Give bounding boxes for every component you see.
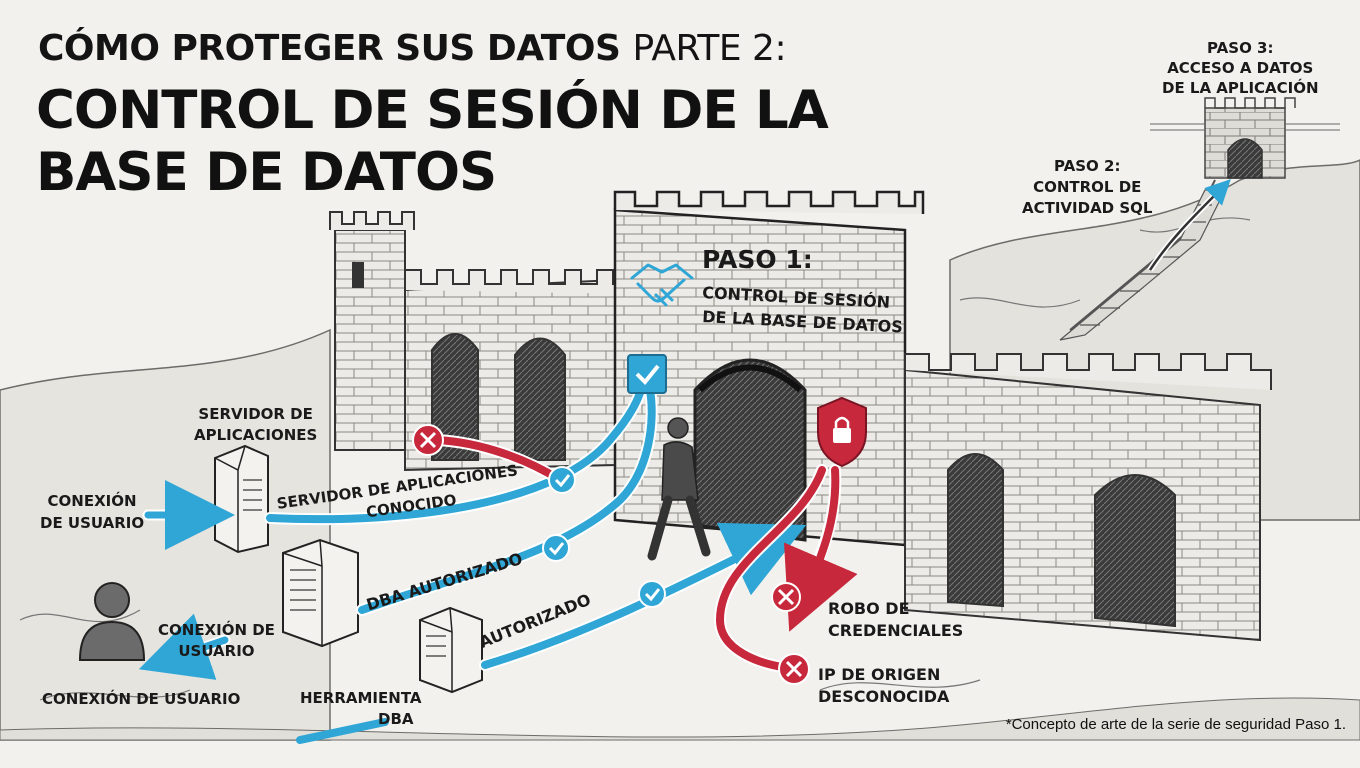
blocked-icon <box>412 424 444 456</box>
step2-line2: CONTROL DE <box>1033 178 1142 196</box>
step2-label: PASO 2: CONTROL DE ACTIVIDAD SQL <box>1022 156 1152 219</box>
app-server-line2: APLICACIONES <box>194 426 318 444</box>
user-connection-1-line1: CONEXIÓN <box>47 492 137 510</box>
distant-gate <box>1150 97 1340 179</box>
credential-theft-line1: ROBO DE <box>828 599 910 618</box>
credential-theft-label: ROBO DE CREDENCIALES <box>828 598 963 642</box>
authorized-dba-label: DBA AUTORIZADO <box>364 549 524 615</box>
unknown-ip-line1: IP DE ORIGEN <box>818 665 941 684</box>
blocked-icon <box>778 653 810 685</box>
server-icon <box>419 606 483 694</box>
series-title: CÓMO PROTEGER SUS DATOS PARTE 2: <box>38 28 787 69</box>
handshake-icon <box>630 263 694 307</box>
user-connection-label-3: CONEXIÓN DE USUARIO <box>42 690 241 708</box>
footnote: *Concepto de arte de la serie de segurid… <box>1005 716 1346 733</box>
check-shield-icon <box>627 354 667 394</box>
step3-line3: DE LA APLICACIÓN <box>1162 79 1319 97</box>
user-connection-label-1: CONEXIÓN DE USUARIO <box>40 490 144 534</box>
right-wall <box>904 353 1272 642</box>
left-tower <box>329 211 415 451</box>
walking-person <box>647 417 711 561</box>
step3-line2: ACCESO A DATOS <box>1167 59 1314 77</box>
series-title-part: PARTE 2: <box>632 28 787 69</box>
step3-label: PASO 3: ACCESO A DATOS DE LA APLICACIÓN <box>1162 38 1319 98</box>
app-server-label: SERVIDOR DE APLICACIONES <box>194 404 317 446</box>
credential-theft-line2: CREDENCIALES <box>828 621 964 640</box>
distant-stairs <box>1059 179 1231 341</box>
app-server-line1: SERVIDOR DE <box>198 405 313 423</box>
user-connection-label-2: CONEXIÓN DE USUARIO <box>158 620 275 662</box>
check-icon <box>548 466 576 494</box>
user-connection-1-line2: DE USUARIO <box>40 514 145 532</box>
step1-heading: PASO 1: <box>702 245 813 274</box>
dba-tool-line2: DBA <box>378 710 414 728</box>
dba-tool-label: HERRAMIENTA DBA <box>300 688 422 730</box>
main-title: CONTROL DE SESIÓN DE LA BASE DE DATOS <box>36 80 829 203</box>
dba-tool-line1: HERRAMIENTA <box>300 689 422 707</box>
lock-shield-icon <box>817 396 867 468</box>
series-title-bold: CÓMO PROTEGER SUS DATOS <box>38 28 621 69</box>
user-connection-2-line2: USUARIO <box>178 642 255 660</box>
unknown-ip-line2: DESCONOCIDA <box>818 687 950 706</box>
blocked-icon <box>771 582 801 612</box>
check-icon <box>638 580 666 608</box>
user-icon <box>78 582 146 661</box>
server-icon <box>282 538 359 648</box>
check-icon <box>542 534 570 562</box>
unknown-ip-label: IP DE ORIGEN DESCONOCIDA <box>818 664 949 708</box>
user-connection-2-line1: CONEXIÓN DE <box>158 621 275 639</box>
step2-line1: PASO 2: <box>1054 157 1121 175</box>
server-icon <box>214 444 269 554</box>
step3-line1: PASO 3: <box>1207 39 1274 57</box>
step2-line3: ACTIVIDAD SQL <box>1022 199 1153 217</box>
